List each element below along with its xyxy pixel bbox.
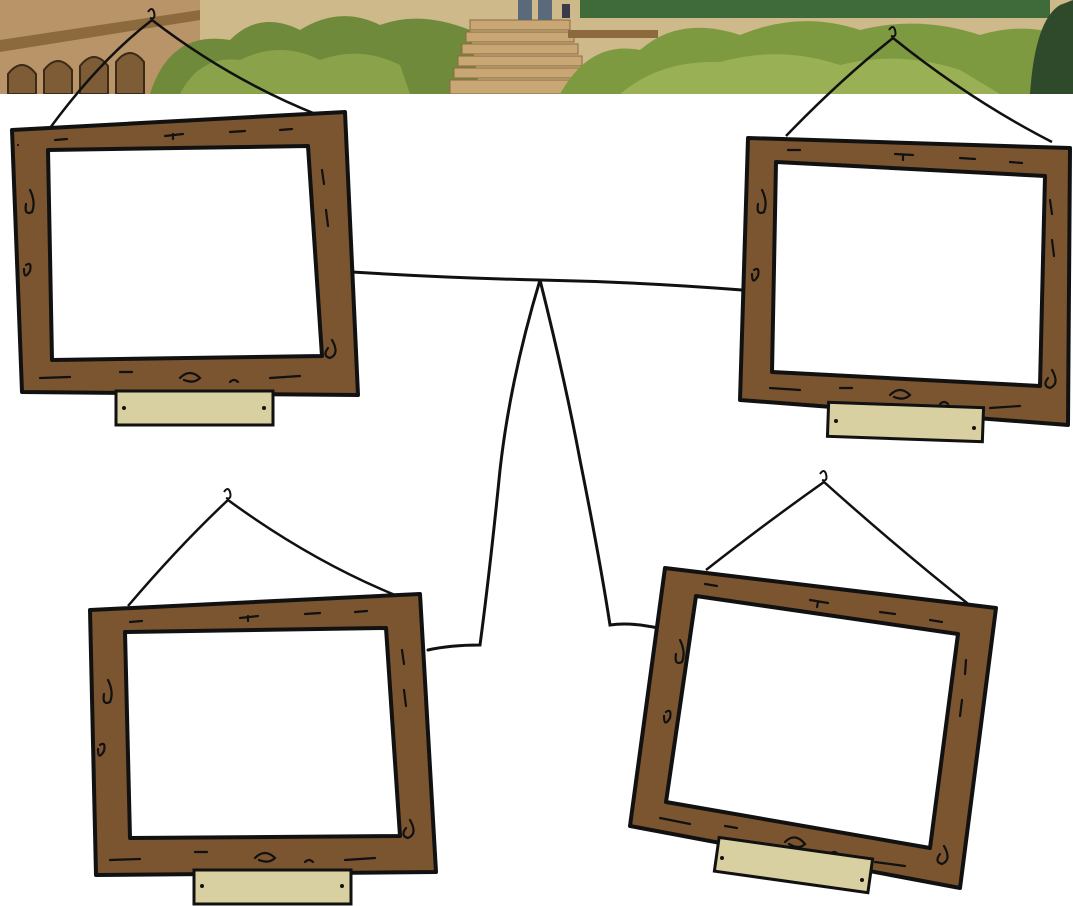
frame-canvas[interactable] bbox=[666, 596, 958, 848]
frame-canvas[interactable] bbox=[48, 146, 322, 360]
frame-plaque[interactable] bbox=[194, 870, 351, 904]
frame-canvas[interactable] bbox=[125, 628, 400, 838]
frame-plaque[interactable] bbox=[116, 391, 273, 425]
picture-frame-bottom-right[interactable] bbox=[630, 471, 996, 893]
hanging-string bbox=[128, 489, 395, 606]
garden-stairs-scene-image bbox=[0, 0, 1073, 94]
frame-plaque[interactable] bbox=[827, 402, 983, 441]
frame-canvas[interactable] bbox=[772, 162, 1045, 386]
picture-frame-bottom-left[interactable] bbox=[90, 489, 436, 904]
